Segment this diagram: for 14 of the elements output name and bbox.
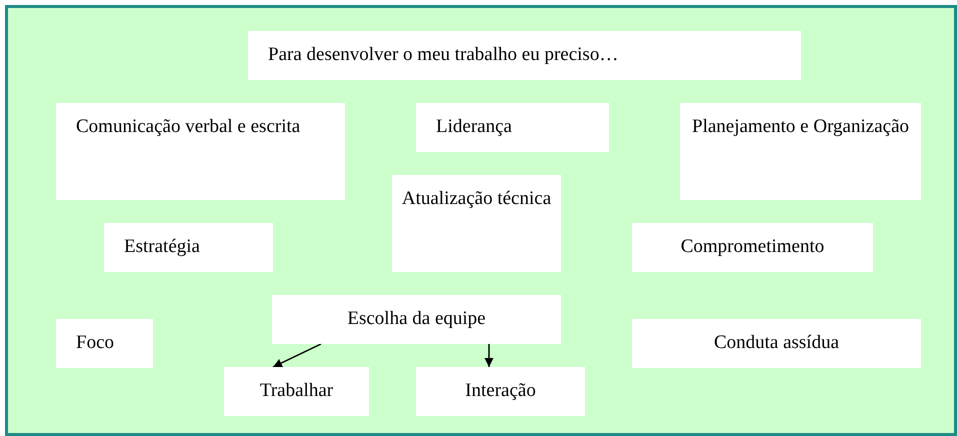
text-box: Trabalhar [224, 367, 369, 416]
text-box: Para desenvolver o meu trabalho eu preciso… [248, 31, 801, 80]
text-box: Comprometimento [632, 223, 873, 272]
text-box: Planejamento e Organização [680, 103, 921, 200]
arrow [272, 343, 322, 368]
text-box: Foco [56, 319, 153, 368]
text-box: Atualização técnica [392, 175, 561, 272]
text-box: Estratégia [104, 223, 273, 272]
text-box: Conduta assídua [632, 319, 921, 368]
text-box: Escolha da equipe [272, 295, 561, 344]
arrow [484, 344, 494, 367]
text-box: Liderança [416, 103, 609, 152]
text-box: Comunicação verbal e escrita [56, 103, 345, 200]
text-box: Interação [416, 367, 585, 416]
